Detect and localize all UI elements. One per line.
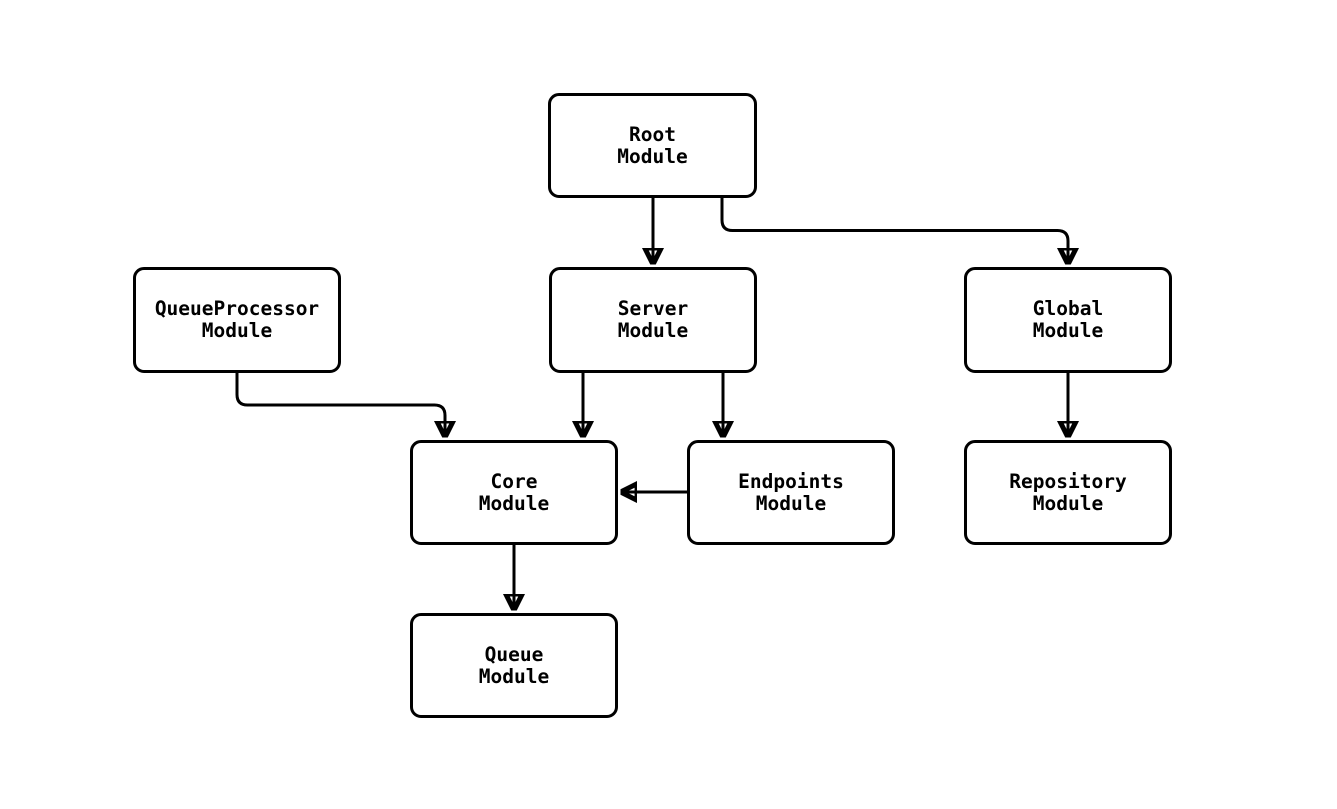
edge-queueprocessor-core — [235, 373, 445, 435]
edge-root-global — [720, 198, 1068, 262]
node-queueprocessor-module: QueueProcessor Module — [133, 267, 341, 373]
node-global-module-label: Global Module — [1032, 297, 1104, 342]
node-core-module-label: Core Module — [478, 469, 550, 515]
node-global-module: Global Module — [964, 267, 1172, 373]
node-server-module-label: Server Module — [617, 297, 689, 342]
node-core-module: Core Module — [410, 440, 618, 545]
node-server-module: Server Module — [549, 267, 757, 373]
node-root-module-label: Root Module — [617, 122, 688, 168]
node-root-module: Root Module — [548, 93, 757, 198]
node-queue-module-label: Queue Module — [478, 642, 550, 688]
node-queueprocessor-module-label: QueueProcessor Module — [154, 297, 320, 342]
node-endpoints-module-label: Endpoints Module — [738, 469, 844, 515]
node-endpoints-module: Endpoints Module — [687, 440, 895, 545]
node-queue-module: Queue Module — [410, 613, 618, 718]
node-repository-module-label: Repository Module — [1009, 469, 1127, 515]
node-repository-module: Repository Module — [964, 440, 1172, 545]
